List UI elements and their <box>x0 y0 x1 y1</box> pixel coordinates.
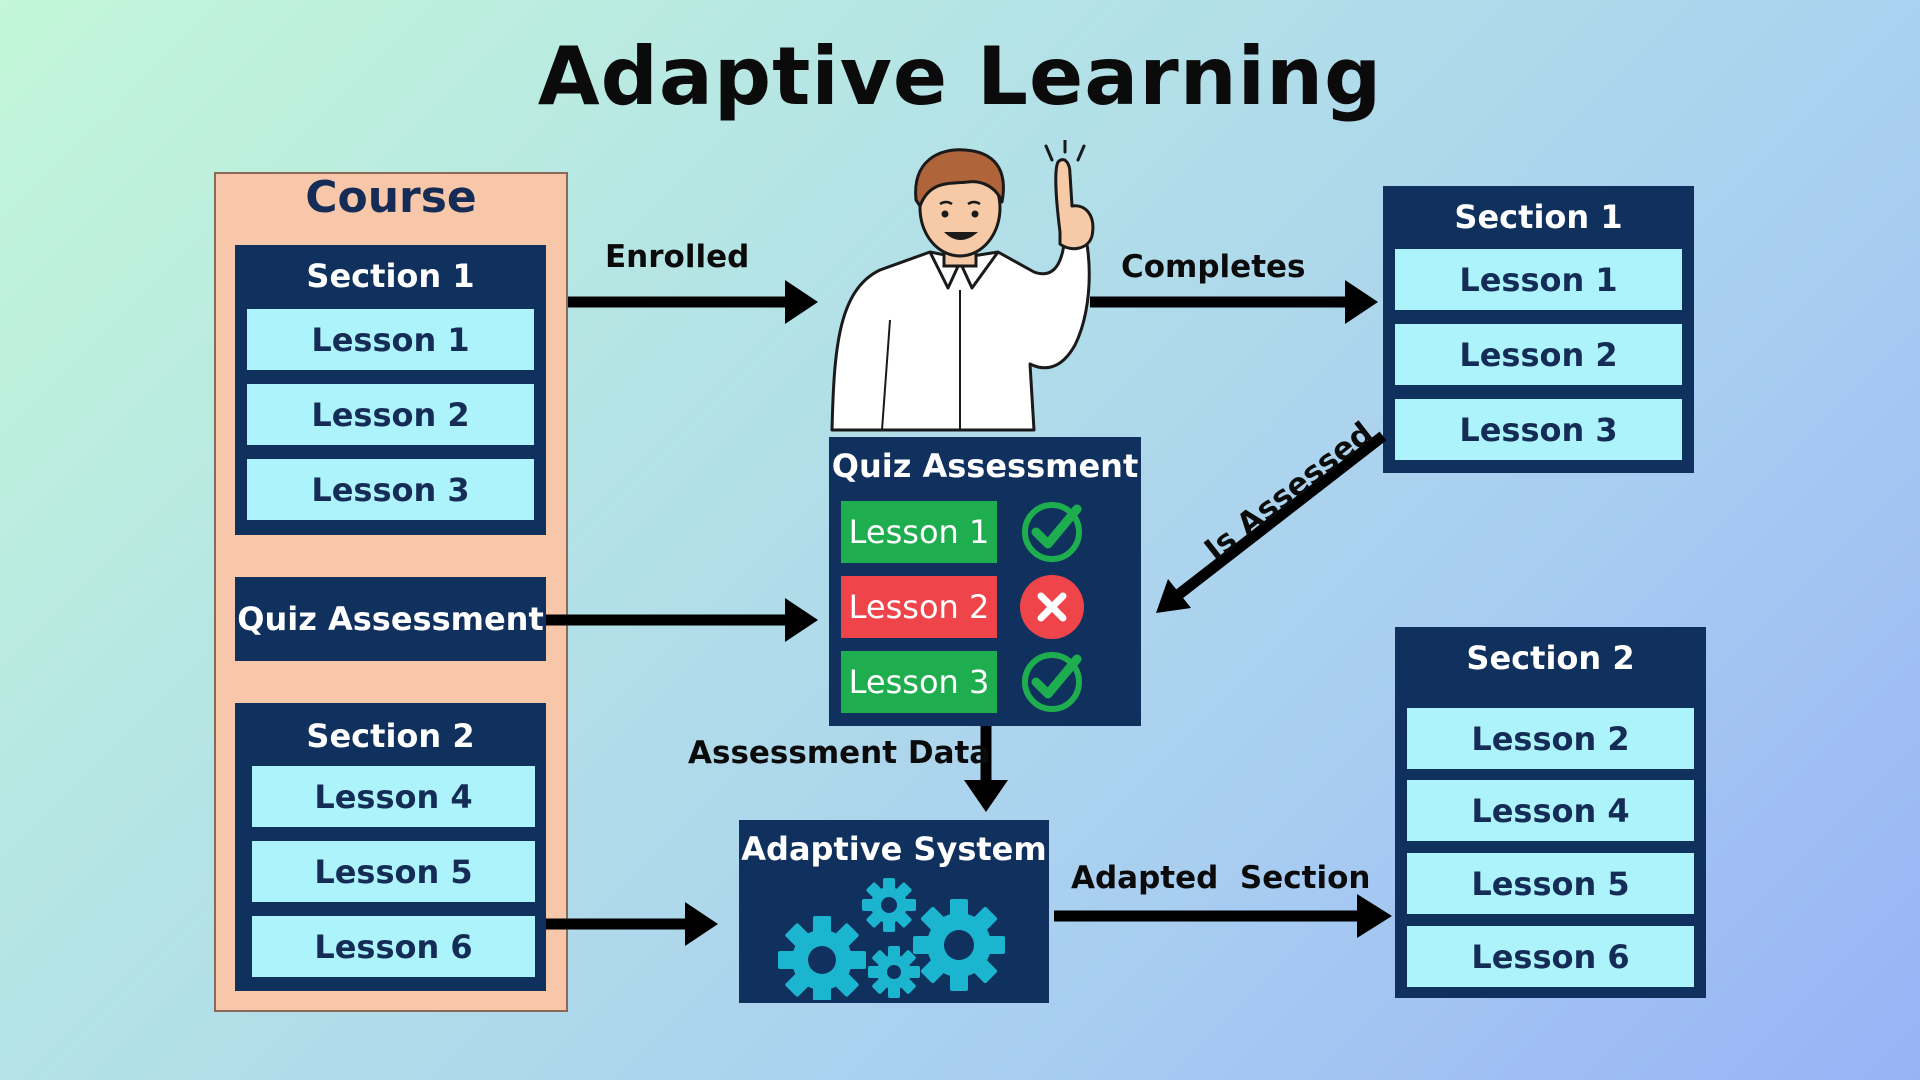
arrow-adapted-section-head <box>1357 894 1392 938</box>
completed-section-1: Section 1 Lesson 1 Lesson 2 Lesson 3 <box>1383 186 1694 473</box>
label-adapted-section: Adapted Section <box>1071 860 1371 896</box>
check-icon <box>1022 502 1082 562</box>
quiz-row-lesson-1: Lesson 1 <box>841 501 997 563</box>
adapted-section-2: Section 2 Lesson 2 Lesson 4 Lesson 5 Les… <box>1395 627 1706 998</box>
quiz-assessment-title: Quiz Assessment <box>831 447 1139 485</box>
arrow-quiz-head <box>785 598 818 642</box>
adapted-section-2-lesson-5: Lesson 5 <box>1407 853 1694 914</box>
adapted-section-2-title: Section 2 <box>1466 639 1635 677</box>
completed-section-1-lesson-1: Lesson 1 <box>1395 249 1682 310</box>
course-section-2: Section 2 Lesson 4 Lesson 5 Lesson 6 <box>235 703 546 991</box>
cross-icon <box>1020 575 1084 639</box>
arrow-enrolled-head <box>785 280 818 324</box>
course-section-1: Section 1 Lesson 1 Lesson 2 Lesson 3 <box>235 245 546 535</box>
label-assessment-data: Assessment Data <box>688 735 991 771</box>
completed-section-1-lesson-2: Lesson 2 <box>1395 324 1682 385</box>
adaptive-system-title: Adaptive System <box>741 830 1047 868</box>
course-section-2-lesson-6: Lesson 6 <box>252 916 535 977</box>
arrow-is-assessed <box>1174 431 1387 600</box>
arrow-assessment-data-head <box>964 780 1008 812</box>
arrow-is-assessed-head <box>1156 579 1191 613</box>
adaptive-system-box: Adaptive System <box>739 820 1049 1003</box>
completed-section-1-lesson-3: Lesson 3 <box>1395 399 1682 460</box>
quiz-row-lesson-3: Lesson 3 <box>841 651 997 713</box>
course-section-1-title: Section 1 <box>306 257 475 295</box>
course-section-1-lesson-3: Lesson 3 <box>247 459 534 520</box>
course-title: Course <box>305 172 477 223</box>
arrow-section2-head <box>685 902 718 946</box>
course-section-2-lesson-4: Lesson 4 <box>252 766 535 827</box>
gears-icon <box>778 878 1005 1000</box>
label-enrolled: Enrolled <box>605 239 750 275</box>
course-section-2-title: Section 2 <box>306 717 475 755</box>
course-section-1-lesson-1: Lesson 1 <box>247 309 534 370</box>
diagram-title: Adaptive Learning <box>537 30 1383 123</box>
check-icon <box>1022 652 1082 712</box>
adapted-section-2-lesson-2: Lesson 2 <box>1407 708 1694 769</box>
completed-section-1-title: Section 1 <box>1454 198 1623 236</box>
adapted-section-2-lesson-6: Lesson 6 <box>1407 926 1694 987</box>
course-section-2-lesson-5: Lesson 5 <box>252 841 535 902</box>
arrow-completes-head <box>1345 280 1378 324</box>
quiz-assessment-box: Quiz Assessment Lesson 1 Lesson 2 Lesson… <box>829 437 1141 726</box>
adapted-section-2-lesson-4: Lesson 4 <box>1407 780 1694 841</box>
course-section-1-lesson-2: Lesson 2 <box>247 384 534 445</box>
course-quiz-assessment: Quiz Assessment <box>235 577 546 661</box>
label-completes: Completes <box>1121 249 1306 285</box>
quiz-row-lesson-2: Lesson 2 <box>841 576 997 638</box>
student-illustration <box>830 140 1095 432</box>
